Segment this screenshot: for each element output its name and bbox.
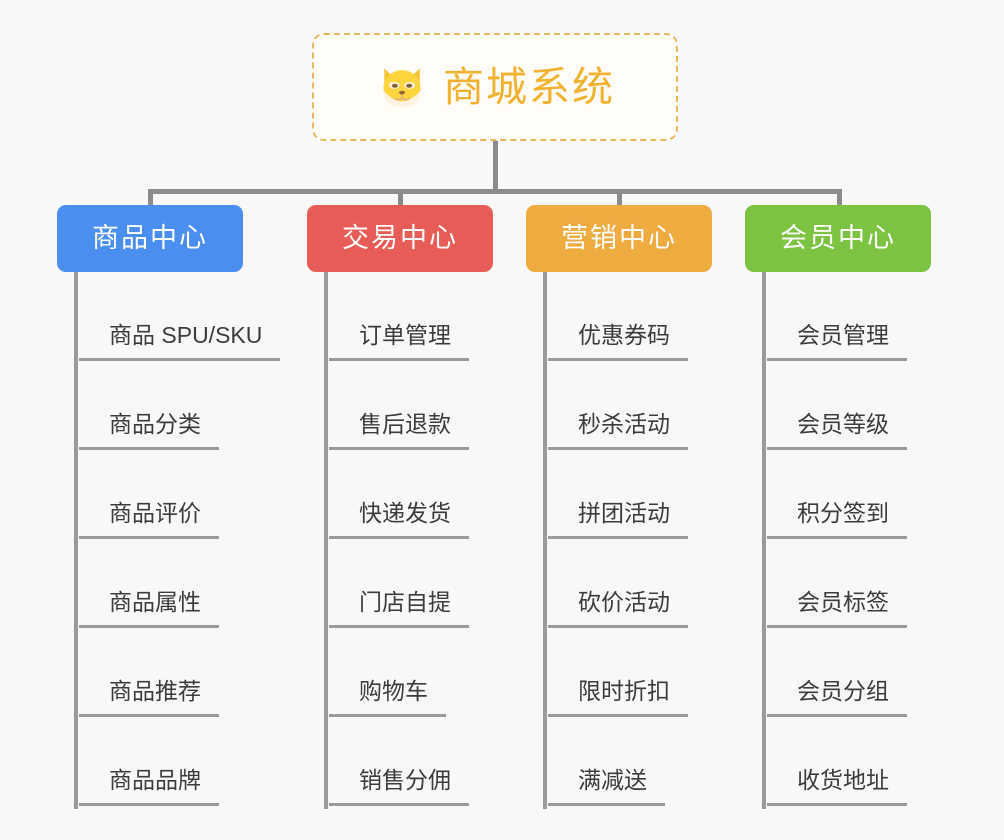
leaf-item[interactable]: 购物车 <box>329 628 493 717</box>
leaf-label: 砍价活动 <box>548 591 688 628</box>
leaf-label: 门店自提 <box>329 591 469 628</box>
leaf-list: 优惠券码 秒杀活动 拼团活动 砍价活动 限时折扣 满减送 <box>526 272 712 809</box>
leaf-label: 会员分组 <box>767 680 907 717</box>
branch-spine <box>74 272 78 809</box>
leaf-item[interactable]: 会员分组 <box>767 628 931 717</box>
leaf-item[interactable]: 会员管理 <box>767 272 931 361</box>
leaf-label: 积分签到 <box>767 502 907 539</box>
leaf-item[interactable]: 会员标签 <box>767 539 931 628</box>
leaf-label: 商品推荐 <box>79 680 219 717</box>
leaf-item[interactable]: 商品评价 <box>79 450 243 539</box>
leaf-label: 收货地址 <box>767 769 907 806</box>
leaf-item[interactable]: 拼团活动 <box>548 450 712 539</box>
branch-header-member-center[interactable]: 会员中心 <box>745 205 931 272</box>
leaf-item[interactable]: 门店自提 <box>329 539 493 628</box>
leaf-label: 商品分类 <box>79 413 219 450</box>
branch-spine <box>762 272 766 809</box>
leaf-label: 售后退款 <box>329 413 469 450</box>
branch-column-trade-center: 交易中心 订单管理 售后退款 快递发货 门店自提 购物车 销售分佣 <box>307 205 493 809</box>
leaf-item[interactable]: 会员等级 <box>767 361 931 450</box>
connector-drop-3 <box>617 189 622 207</box>
leaf-item[interactable]: 订单管理 <box>329 272 493 361</box>
leaf-label: 拼团活动 <box>548 502 688 539</box>
leaf-label: 秒杀活动 <box>548 413 688 450</box>
leaf-label: 销售分佣 <box>329 769 469 806</box>
branch-header-label: 营销中心 <box>561 223 677 253</box>
leaf-label: 订单管理 <box>329 324 469 361</box>
connector-drop-2 <box>398 189 403 207</box>
leaf-label: 快递发货 <box>329 502 469 539</box>
leaf-item[interactable]: 商品 SPU/SKU <box>79 272 281 361</box>
leaf-item[interactable]: 商品推荐 <box>79 628 243 717</box>
leaf-label: 限时折扣 <box>548 680 688 717</box>
leaf-label: 商品 SPU/SKU <box>79 324 281 361</box>
leaf-label: 会员等级 <box>767 413 907 450</box>
root-node-label: 商城系统 <box>443 63 615 110</box>
leaf-label: 会员管理 <box>767 324 907 361</box>
branch-column-member-center: 会员中心 会员管理 会员等级 积分签到 会员标签 会员分组 收货地址 <box>745 205 931 809</box>
branch-header-label: 商品中心 <box>92 223 208 253</box>
leaf-item[interactable]: 优惠券码 <box>548 272 712 361</box>
branch-header-marketing-center[interactable]: 营销中心 <box>526 205 712 272</box>
leaf-item[interactable]: 快递发货 <box>329 450 493 539</box>
leaf-item[interactable]: 砍价活动 <box>548 539 712 628</box>
connector-drop-1 <box>148 189 153 207</box>
branch-spine <box>543 272 547 809</box>
branch-header-label: 会员中心 <box>780 223 896 253</box>
shiba-dog-face-icon <box>383 68 421 108</box>
leaf-item[interactable]: 售后退款 <box>329 361 493 450</box>
leaf-item[interactable]: 积分签到 <box>767 450 931 539</box>
branch-header-label: 交易中心 <box>342 223 458 253</box>
leaf-item[interactable]: 满减送 <box>548 717 712 806</box>
branch-column-product-center: 商品中心 商品 SPU/SKU 商品分类 商品评价 商品属性 商品推荐 商品品牌 <box>57 205 281 809</box>
connector-horizontal-bus <box>148 189 842 194</box>
leaf-list: 商品 SPU/SKU 商品分类 商品评价 商品属性 商品推荐 商品品牌 <box>57 272 281 809</box>
leaf-item[interactable]: 商品品牌 <box>79 717 243 806</box>
leaf-label: 购物车 <box>329 680 446 717</box>
leaf-label: 商品品牌 <box>79 769 219 806</box>
branch-header-trade-center[interactable]: 交易中心 <box>307 205 493 272</box>
branch-column-marketing-center: 营销中心 优惠券码 秒杀活动 拼团活动 砍价活动 限时折扣 满减送 <box>526 205 712 809</box>
root-node-shop-system[interactable]: 商城系统 <box>312 33 678 141</box>
branch-spine <box>324 272 328 809</box>
leaf-label: 优惠券码 <box>548 324 688 361</box>
leaf-item[interactable]: 限时折扣 <box>548 628 712 717</box>
leaf-list: 会员管理 会员等级 积分签到 会员标签 会员分组 收货地址 <box>745 272 931 809</box>
leaf-item[interactable]: 销售分佣 <box>329 717 493 806</box>
leaf-item[interactable]: 秒杀活动 <box>548 361 712 450</box>
connector-root-stem <box>493 141 498 193</box>
leaf-label: 会员标签 <box>767 591 907 628</box>
leaf-list: 订单管理 售后退款 快递发货 门店自提 购物车 销售分佣 <box>307 272 493 809</box>
branch-header-product-center[interactable]: 商品中心 <box>57 205 243 272</box>
leaf-item[interactable]: 商品属性 <box>79 539 243 628</box>
leaf-label: 商品属性 <box>79 591 219 628</box>
leaf-item[interactable]: 商品分类 <box>79 361 243 450</box>
connector-drop-4 <box>837 189 842 207</box>
leaf-item[interactable]: 收货地址 <box>767 717 931 806</box>
leaf-label: 满减送 <box>548 769 665 806</box>
leaf-label: 商品评价 <box>79 502 219 539</box>
